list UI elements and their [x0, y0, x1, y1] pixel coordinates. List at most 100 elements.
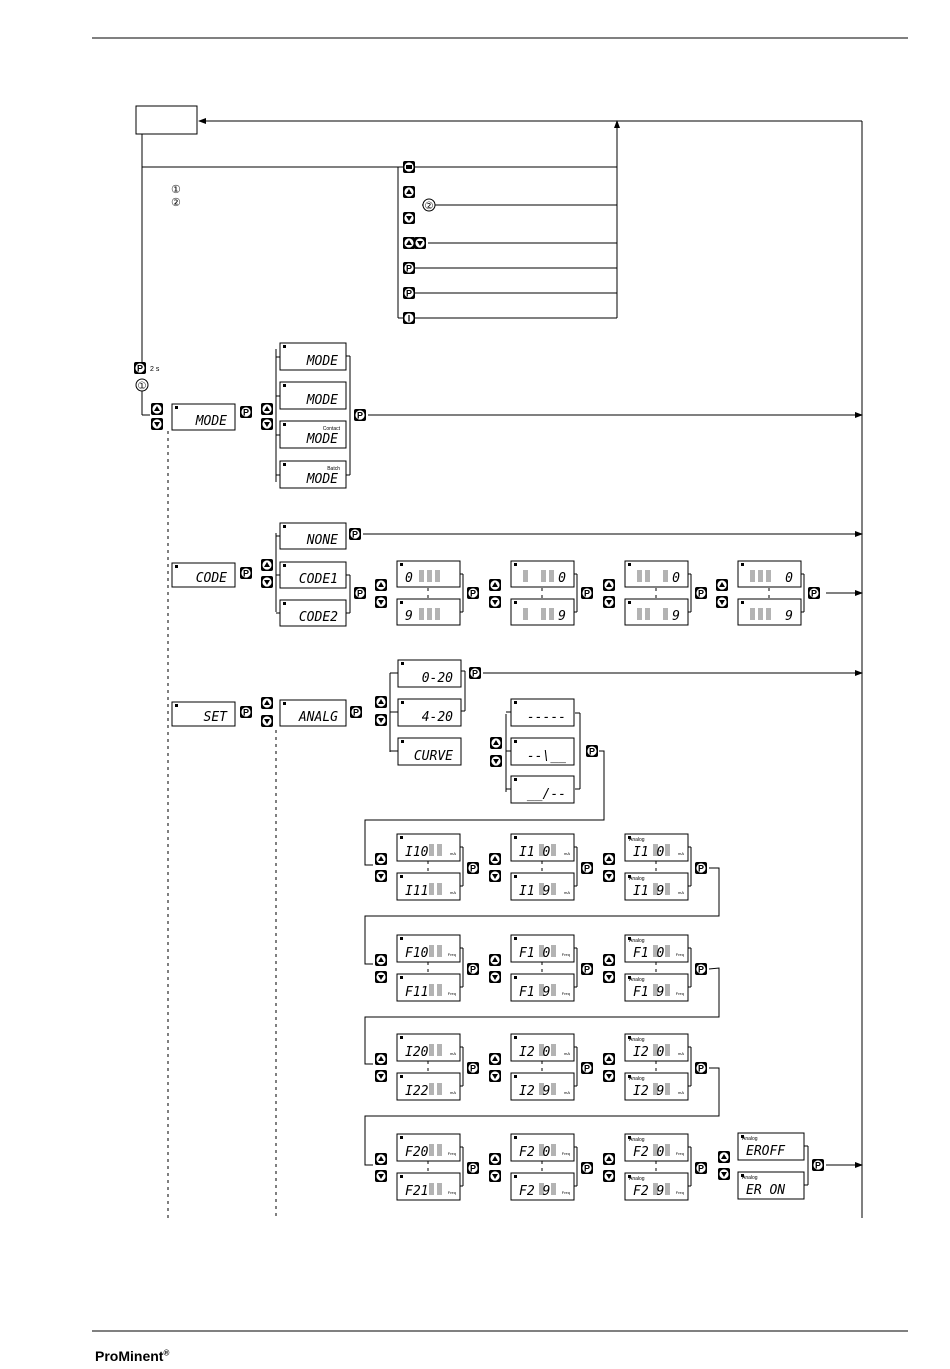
arrow-up-key-icon[interactable] [375, 1053, 387, 1065]
p-key-icon[interactable]: P [581, 862, 593, 874]
p-key-icon[interactable]: P [403, 262, 415, 274]
arrow-down-key-icon[interactable] [375, 870, 387, 882]
p-key-icon[interactable]: P [581, 587, 593, 599]
p-key-icon[interactable]: P [467, 1062, 479, 1074]
arrow-down-key-icon[interactable] [489, 596, 501, 608]
digit-placeholder [551, 1083, 556, 1095]
arrow-down-key-icon[interactable] [603, 1170, 615, 1182]
p-key-icon[interactable]: P [808, 587, 820, 599]
arrow-up-key-icon[interactable] [261, 403, 273, 415]
arrow-down-key-icon[interactable] [603, 596, 615, 608]
p-key-icon[interactable]: P [695, 587, 707, 599]
arrow-up-key-icon[interactable] [261, 559, 273, 571]
display-text: F1 9 [519, 985, 550, 1000]
code-digit-bottom: 9 [624, 598, 689, 626]
arrow-down-key-icon[interactable] [375, 1170, 387, 1182]
arrow-down-key-icon[interactable] [261, 576, 273, 588]
p-key-icon[interactable]: P [354, 409, 366, 421]
arrow-up-key-icon[interactable] [603, 579, 615, 591]
p-key-icon[interactable]: P [467, 963, 479, 975]
arrow-up-key-icon[interactable] [375, 1153, 387, 1165]
p-key-icon[interactable]: P [469, 667, 481, 679]
p-key-icon[interactable]: P [354, 587, 366, 599]
arrow-up-key-icon[interactable] [403, 186, 415, 198]
arrow-down-key-icon[interactable] [489, 1170, 501, 1182]
arrow-down-key-icon[interactable] [716, 596, 728, 608]
code-digit-top: 0 [737, 560, 802, 588]
p-key-icon[interactable]: P [467, 862, 479, 874]
arrow-up-key-icon[interactable] [490, 737, 502, 749]
prominent-logo: ProMinent® [95, 1348, 170, 1364]
arrow-up-glyph [378, 957, 384, 962]
arrow-up-key-icon[interactable] [603, 1153, 615, 1165]
p-key-icon[interactable]: P [695, 1162, 707, 1174]
arrow-down-key-icon[interactable] [151, 418, 163, 430]
arrow-up-key-icon[interactable] [718, 1151, 730, 1163]
arrow-down-key-icon[interactable] [718, 1168, 730, 1180]
stop-start-key-icon[interactable] [403, 161, 415, 173]
arrow-up-key-icon[interactable] [603, 1053, 615, 1065]
arrow-down-key-icon[interactable] [414, 237, 426, 249]
arrow-down-key-icon[interactable] [490, 755, 502, 767]
arrow-up-key-icon[interactable] [489, 1053, 501, 1065]
arrow-up-key-icon[interactable] [489, 954, 501, 966]
arrow-down-key-icon[interactable] [403, 212, 415, 224]
arrow-up-key-icon[interactable] [603, 853, 615, 865]
p-key-icon[interactable]: P [695, 963, 707, 975]
p-key-icon[interactable]: P [581, 1062, 593, 1074]
arrow-down-key-icon[interactable] [489, 870, 501, 882]
arrow-up-key-icon[interactable] [375, 853, 387, 865]
analog-value-bottom: F2 9 [510, 1172, 575, 1201]
arrow-up-key-icon[interactable] [716, 579, 728, 591]
unit-label: mA [450, 890, 456, 895]
power-key-icon[interactable]: I [403, 312, 415, 324]
arrow-down-key-icon[interactable] [489, 1070, 501, 1082]
p-key-icon[interactable]: P [467, 587, 479, 599]
arrow-down-key-icon[interactable] [261, 418, 273, 430]
digit-placeholder [750, 608, 755, 620]
p-key-icon[interactable]: P [240, 406, 252, 418]
digit-placeholder [663, 608, 668, 620]
unit-label: Freq [448, 991, 456, 996]
display-frame [171, 403, 236, 431]
arrow-down-key-icon[interactable] [603, 1070, 615, 1082]
digit-placeholder [429, 1083, 434, 1095]
status-dot [628, 1175, 631, 1178]
digit-placeholder [551, 883, 556, 895]
arrow-down-key-icon[interactable] [603, 870, 615, 882]
p-key-icon[interactable]: P [467, 1162, 479, 1174]
unit-label: Freq [448, 952, 456, 957]
p-key-icon[interactable]: P [350, 706, 362, 718]
p-key-icon[interactable]: P [586, 745, 598, 757]
key-face [582, 1063, 592, 1073]
arrow-up-key-icon[interactable] [375, 954, 387, 966]
display-text: I10 [405, 845, 429, 860]
p-key-icon[interactable]: P [240, 706, 252, 718]
arrow-up-key-icon[interactable] [603, 954, 615, 966]
arrow-up-key-icon[interactable] [403, 237, 415, 249]
p-key-icon[interactable]: P [240, 567, 252, 579]
arrow-up-key-icon[interactable] [261, 697, 273, 709]
arrow-up-key-icon[interactable] [375, 696, 387, 708]
arrow-down-key-icon[interactable] [375, 1070, 387, 1082]
arrow-up-key-icon[interactable] [151, 403, 163, 415]
p-key-icon[interactable]: P [695, 1062, 707, 1074]
arrow-up-key-icon[interactable] [489, 853, 501, 865]
p-key-icon[interactable]: P [349, 528, 361, 540]
p-key-icon[interactable]: P [581, 963, 593, 975]
arrow-down-key-icon[interactable] [375, 971, 387, 983]
arrow-down-key-icon[interactable] [375, 714, 387, 726]
arrow-up-key-icon[interactable] [489, 579, 501, 591]
p-key-icon[interactable]: P [403, 287, 415, 299]
status-dot [400, 601, 403, 604]
arrow-up-key-icon[interactable] [489, 1153, 501, 1165]
arrow-down-key-icon[interactable] [603, 971, 615, 983]
p-key-icon[interactable]: P [581, 1162, 593, 1174]
arrow-down-key-icon[interactable] [261, 715, 273, 727]
arrow-down-key-icon[interactable] [375, 596, 387, 608]
arrow-up-key-icon[interactable] [375, 579, 387, 591]
p-key-icon[interactable]: P [695, 862, 707, 874]
p-key-icon[interactable]: P [812, 1159, 824, 1171]
arrow-down-key-icon[interactable] [489, 971, 501, 983]
p-key-icon[interactable]: P [134, 362, 146, 374]
